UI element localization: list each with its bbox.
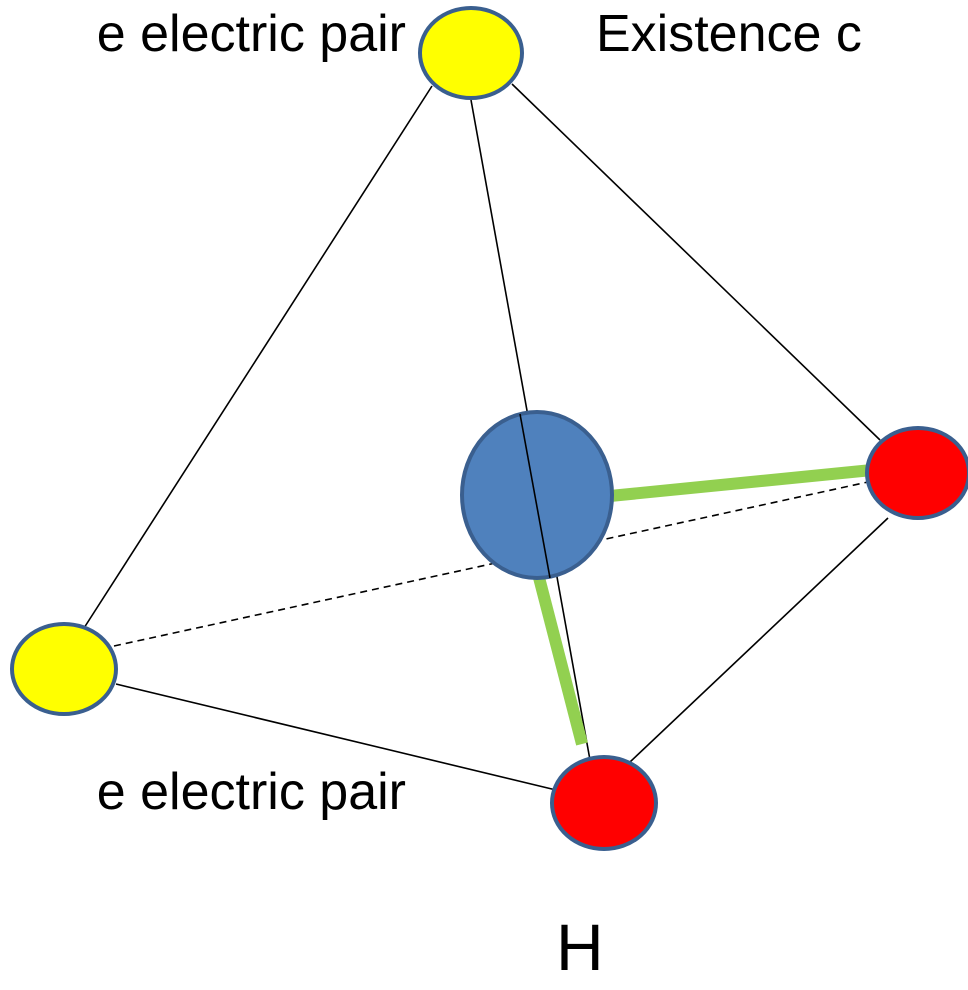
existence-label: Existence c (596, 5, 862, 63)
edge-right-to-bottom (629, 517, 889, 763)
lone-pair-left (10, 622, 118, 716)
edge-top-to-left (83, 85, 433, 629)
lone-pair-top-label: e electric pair (96, 5, 406, 63)
edge-top-to-bottom-front (519, 413, 551, 579)
lone-pair-top (418, 6, 524, 100)
lone-pair-left-label: e electric pair (96, 763, 406, 821)
edge-left-to-right-dashed (113, 481, 869, 647)
hydrogen-right (865, 426, 968, 520)
hydrogen-bottom (550, 755, 658, 851)
central-atom (460, 410, 614, 580)
edge-top-to-right (511, 83, 881, 441)
edge-left-to-bottom (115, 683, 557, 791)
bond-to-bottom-hydrogen (530, 564, 588, 746)
bond-to-right-hydrogen (609, 464, 873, 502)
hydrogen-label: H (556, 910, 604, 984)
